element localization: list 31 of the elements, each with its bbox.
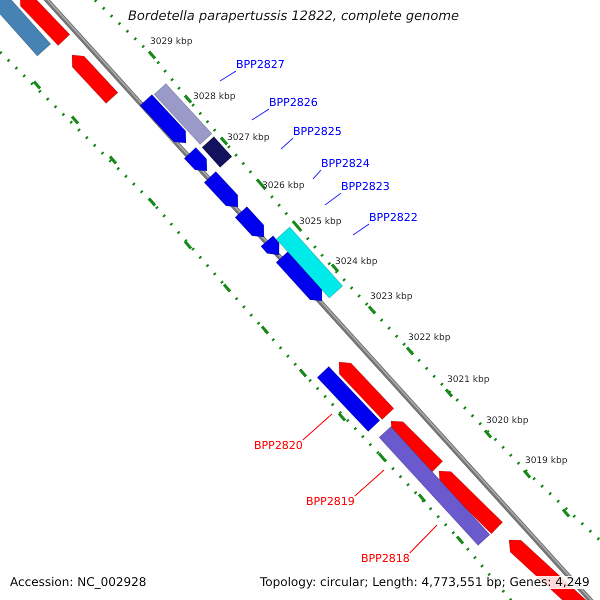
gene-label: BPP2826 <box>269 97 318 110</box>
tick-label: 3029 kbp <box>150 38 192 48</box>
leader-line <box>280 138 294 150</box>
leader-line <box>220 70 236 82</box>
leader-line <box>352 224 370 236</box>
tick-label: 3021 kbp <box>447 376 490 386</box>
accession-text: Accession: NC_002928 <box>10 576 146 590</box>
tick-label: 3023 kbp <box>370 293 412 303</box>
leader-line <box>252 108 270 120</box>
leader-line <box>312 170 322 180</box>
tick-label: 3022 kbp <box>408 334 450 344</box>
leader-line <box>354 470 384 496</box>
leader-line <box>324 192 342 206</box>
gene-label: BPP2824 <box>321 158 370 170</box>
tick-label: 3028 kbp <box>193 93 236 103</box>
gene-label: BPP2820 <box>254 440 303 452</box>
gene-label: BPP2823 <box>341 181 390 194</box>
leader-line <box>302 414 332 440</box>
genome-info-text: Topology: circular; Length: 4,773,551 bp; Genes: 4,249 <box>260 576 590 590</box>
tick-label: 3019 kbp <box>525 457 568 467</box>
tick-label: 3024 kbp <box>335 258 378 268</box>
gene-label: BPP2827 <box>236 59 285 72</box>
tick-label: 3027 kbp <box>227 134 270 144</box>
gene-label: BPP2819 <box>306 496 355 508</box>
gene-label: BPP2818 <box>361 553 410 566</box>
tick-label: 3025 kbp <box>299 218 342 228</box>
tick-label: 3020 kbp <box>486 417 528 427</box>
gene-label: BPP2825 <box>293 126 342 138</box>
leader-line <box>409 524 438 554</box>
map-title: Bordetella parapertussis 12822, complete genome <box>128 10 459 24</box>
gene-label: BPP2822 <box>369 212 418 224</box>
